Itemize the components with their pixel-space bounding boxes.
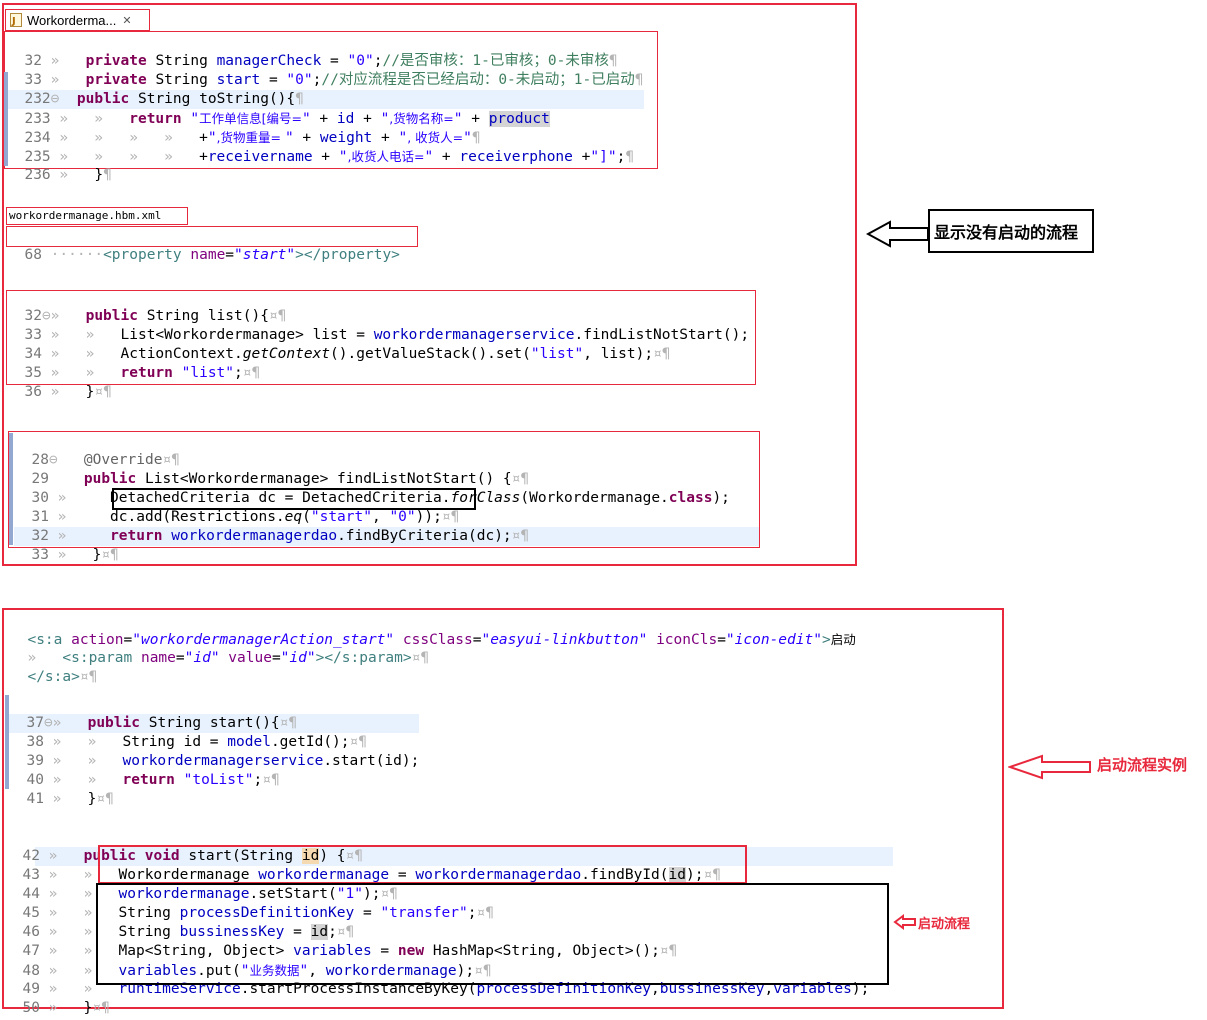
- code-line: 235 » » » » +receivername + ",收货人电话=" + …: [24, 149, 635, 165]
- code-line: 41 » }¤¶: [26, 791, 114, 807]
- code-line: 42 » public void start(String id) {¤¶: [22, 848, 364, 864]
- close-icon[interactable]: ✕: [122, 14, 132, 27]
- code-line: 35 » » return "list";¤¶: [24, 365, 261, 381]
- code-line: 29 public List<Workordermanage> findList…: [31, 471, 530, 487]
- code-line: 234 » » » » +",货物重量= " + weight + ", 收货人…: [24, 130, 481, 146]
- current-line-highlight: [8, 90, 644, 109]
- dc-add-highlight-box: [112, 488, 476, 510]
- hbm-filename-box: [6, 207, 188, 225]
- code-line: 33 » » List<Workordermanage> list = work…: [24, 327, 750, 343]
- code-line: 33 » }¤¶: [31, 547, 119, 563]
- code-line: 32 » private String managerCheck = "0";/…: [24, 53, 618, 69]
- left-arrow-icon: [893, 914, 916, 930]
- gutter-marker: [4, 72, 8, 166]
- top-panel-frame: [2, 3, 857, 566]
- code-line: 236 » }¶: [24, 167, 112, 183]
- code-line: 36 » }¤¶: [24, 384, 112, 400]
- left-arrow-icon: [866, 220, 929, 248]
- label-not-started: 显示没有启动的流程: [928, 209, 1094, 253]
- code-line: 34 » » ActionContext.getContext().getVal…: [24, 346, 671, 362]
- current-line-highlight: [35, 847, 893, 866]
- bottom-panel-frame: [2, 608, 1004, 1009]
- find-set-highlight-box: [98, 845, 747, 884]
- code-line: 48 » » variables.put("业务数据", workorderma…: [22, 963, 492, 979]
- hbm-filename: workordermanage.hbm.xml: [9, 209, 162, 222]
- service-find-box: [8, 431, 760, 548]
- svg-text:J: J: [11, 16, 16, 27]
- start-process-highlight-box: [96, 883, 889, 985]
- gutter-marker: [5, 695, 9, 789]
- code-line: 33 » private String start = "0";//对应流程是否…: [24, 72, 644, 88]
- current-line-highlight: [14, 527, 759, 546]
- code-line: 32⊖» public String list(){¤¶: [24, 308, 287, 324]
- code-line: 46 » » String bussinessKey = id;¤¶: [22, 924, 355, 940]
- label-start-process: 启动流程: [918, 917, 971, 932]
- editor-tab[interactable]: J Workorderma... ✕: [5, 9, 150, 31]
- gutter-marker: [9, 433, 13, 545]
- code-line: 47 » » Map<String, Object> variables = n…: [22, 943, 678, 959]
- code-line: 31 » dc.add(Restrictions.eq("start", "0"…: [31, 509, 460, 525]
- code-line: 40 » » return "toList";¤¶: [26, 772, 280, 788]
- code-line: 37⊖» public String start(){¤¶: [26, 715, 298, 731]
- code-line: 38 » » String id = model.getId();¤¶: [26, 734, 367, 750]
- code-line: 49 » » runtimeService.startProcessInstan…: [22, 981, 870, 997]
- code-line: 39 » » workordermanagerservice.start(id)…: [26, 753, 420, 769]
- editor-tab-title: Workorderma...: [27, 12, 117, 28]
- current-line-highlight: [9, 714, 419, 733]
- code-line: 30 » DetachedCriteria dc = DetachedCrite…: [31, 490, 730, 506]
- label-start-instance: 启动流程实例: [1097, 756, 1188, 774]
- java-file-icon: J: [10, 13, 22, 27]
- hbm-code-box: [6, 226, 418, 247]
- code-line: 32 » return workordermanagerdao.findByCr…: [31, 528, 530, 544]
- code-line: 43 » » Workordermanage workordermanage =…: [22, 867, 721, 883]
- code-line: </s:a>¤¶: [27, 669, 98, 685]
- code-line: 44 » » workordermanage.setStart("1");¤¶: [22, 886, 398, 902]
- code-line: 68 ······<property name="start"></proper…: [24, 247, 400, 263]
- code-line: 28⊖ @Override¤¶: [31, 452, 180, 468]
- action-list-box: [6, 290, 756, 385]
- code-line: » <s:param name="id" value="id"></s:para…: [27, 650, 430, 666]
- code-line: <s:a action="workordermanagerAction_star…: [27, 632, 856, 648]
- code-line: 50 » }¤¶: [22, 1000, 110, 1016]
- code-line: 45 » » String processDefinitionKey = "tr…: [22, 905, 494, 921]
- left-arrow-icon: [1008, 754, 1091, 780]
- code-line: 233 » » return "工作单信息[编号=" + id + ",货物名称…: [24, 111, 550, 127]
- code-line: 232⊖ public String toString(){¶: [24, 91, 304, 107]
